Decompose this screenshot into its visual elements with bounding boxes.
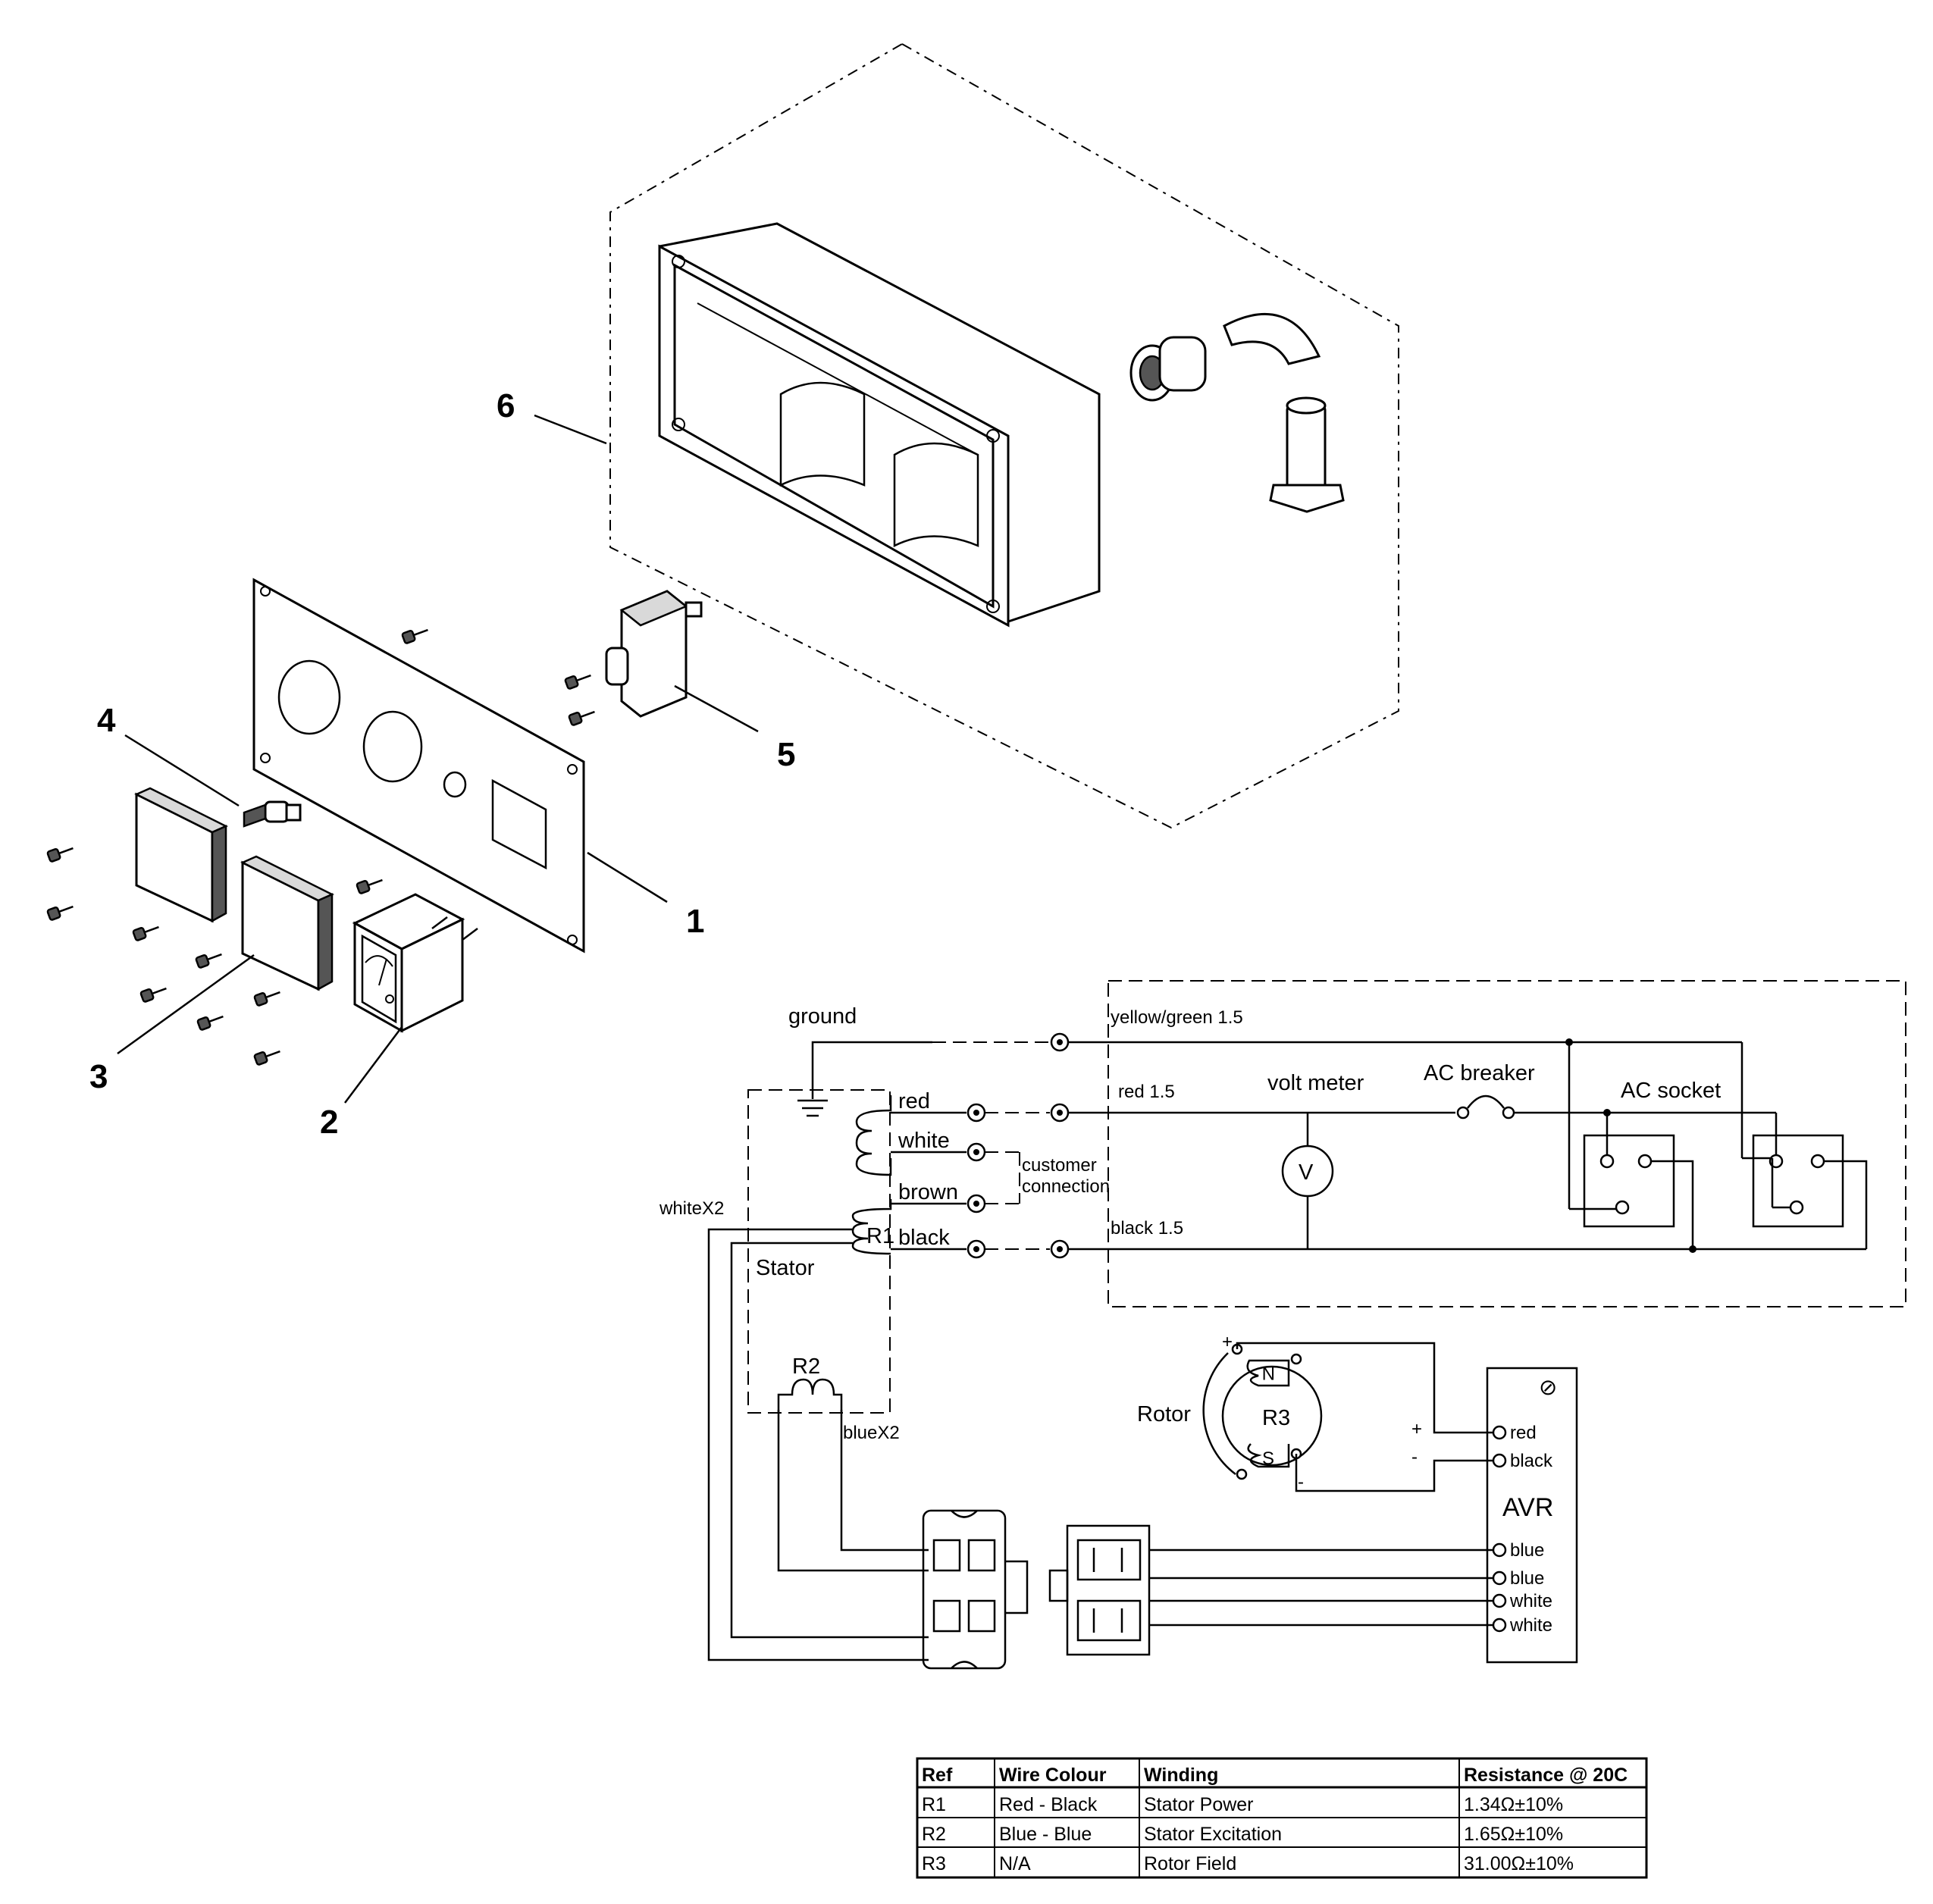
wiring-diagram: V — [659, 980, 1906, 1670]
plug-connector-female — [1048, 1524, 1151, 1656]
ac-socket-2 — [1752, 1134, 1868, 1249]
table-header-winding: Winding — [1144, 1765, 1218, 1786]
table-cell: 1.65Ω±10% — [1464, 1824, 1563, 1845]
label-rotor-plus: + — [1222, 1332, 1233, 1352]
exploded-view: 6 5 4 1 3 2 — [46, 42, 1399, 1141]
table-row: R3 — [922, 1853, 946, 1874]
table-cell: Rotor Field — [1144, 1853, 1236, 1874]
label-red-15: red 1.5 — [1118, 1082, 1175, 1102]
label-pole-n: N — [1262, 1363, 1275, 1383]
volt-meter-part — [352, 893, 478, 1033]
label-white: white — [898, 1129, 950, 1153]
label-brown: brown — [898, 1180, 958, 1204]
stator-winding-r2 — [777, 1378, 843, 1414]
label-r3: R3 — [1262, 1406, 1290, 1430]
callouts: 6 5 4 1 3 2 — [89, 387, 795, 1141]
label-avr-blue-2: blue — [1510, 1568, 1544, 1589]
ac-socket-part-b — [240, 855, 334, 991]
label-ac-socket: AC socket — [1621, 1079, 1721, 1103]
table-header-wire-colour: Wire Colour — [999, 1765, 1107, 1786]
avr-mounting-hole-icon: ⊘ — [1539, 1376, 1557, 1400]
label-avr-plus: + — [1411, 1419, 1422, 1439]
control-panel-boundary — [1107, 980, 1906, 1307]
label-yellow-green: yellow/green 1.5 — [1111, 1007, 1243, 1028]
ac-breaker-symbol — [1467, 1094, 1505, 1109]
callout-2: 2 — [320, 1104, 338, 1141]
label-rotor-minus: - — [1298, 1472, 1304, 1492]
table-cell: Blue - Blue — [999, 1824, 1092, 1845]
label-black-15: black 1.5 — [1111, 1218, 1183, 1239]
table-header-resistance: Resistance @ 20C — [1464, 1765, 1628, 1786]
label-whitex2: whiteX2 — [659, 1198, 724, 1219]
control-box-enclosure — [609, 42, 1399, 829]
label-connection: connection — [1022, 1176, 1110, 1197]
table-row: R1 — [922, 1794, 946, 1815]
table-row: R2 — [922, 1824, 946, 1845]
ac-socket-part-a — [134, 787, 228, 923]
plug-connector-male — [922, 1509, 1029, 1670]
label-r2: R2 — [792, 1354, 820, 1379]
label-avr-white-1: white — [1509, 1591, 1552, 1611]
table-cell: Red - Black — [999, 1794, 1098, 1815]
label-red: red — [898, 1089, 930, 1113]
table-header-ref: Ref — [922, 1765, 953, 1786]
stator-winding-red-white — [855, 1095, 892, 1176]
label-ac-breaker: AC breaker — [1424, 1061, 1535, 1085]
label-avr-black: black — [1510, 1451, 1553, 1471]
label-avr-blue-1: blue — [1510, 1540, 1544, 1561]
table-cell: Stator Power — [1144, 1794, 1254, 1815]
label-ground: ground — [788, 1004, 857, 1029]
ground-wire — [811, 1041, 932, 1099]
label-customer: customer — [1022, 1155, 1097, 1176]
callout-4: 4 — [97, 702, 116, 739]
stator-winding-r1 — [851, 1199, 892, 1255]
avr-box — [1486, 1367, 1578, 1664]
front-panel-plate — [252, 578, 585, 954]
volt-symbol: V — [1299, 1160, 1314, 1185]
label-pole-s: S — [1262, 1448, 1274, 1469]
label-avr-red: red — [1510, 1423, 1537, 1443]
table-cell: N/A — [999, 1853, 1031, 1874]
callout-3: 3 — [89, 1058, 108, 1095]
label-volt-meter: volt meter — [1267, 1071, 1364, 1095]
rotor-symbol — [1202, 1342, 1493, 1492]
callout-6: 6 — [497, 387, 515, 424]
resistance-table: Ref Wire Colour Winding Resistance @ 20C… — [916, 1757, 1648, 1879]
stator-boundary — [747, 1089, 891, 1414]
table-cell: 31.00Ω±10% — [1464, 1853, 1574, 1874]
table-cell: Stator Excitation — [1144, 1824, 1282, 1845]
label-rotor: Rotor — [1137, 1402, 1191, 1426]
callout-5: 5 — [777, 736, 795, 773]
callout-1: 1 — [686, 903, 704, 940]
table-cell: 1.34Ω±10% — [1464, 1794, 1563, 1815]
label-stator: Stator — [756, 1256, 815, 1280]
ac-socket-1 — [1583, 1134, 1694, 1249]
ground-terminal-part — [243, 800, 302, 828]
label-avr: AVR — [1502, 1493, 1553, 1522]
label-avr-minus: - — [1411, 1447, 1418, 1467]
label-bluex2: blueX2 — [843, 1423, 900, 1443]
ac-breaker-part — [605, 590, 703, 718]
label-r1: R1 — [866, 1224, 894, 1248]
screws — [46, 628, 595, 1066]
label-avr-white-2: white — [1509, 1615, 1552, 1636]
label-black: black — [898, 1226, 950, 1250]
earth-symbol — [797, 1099, 828, 1117]
